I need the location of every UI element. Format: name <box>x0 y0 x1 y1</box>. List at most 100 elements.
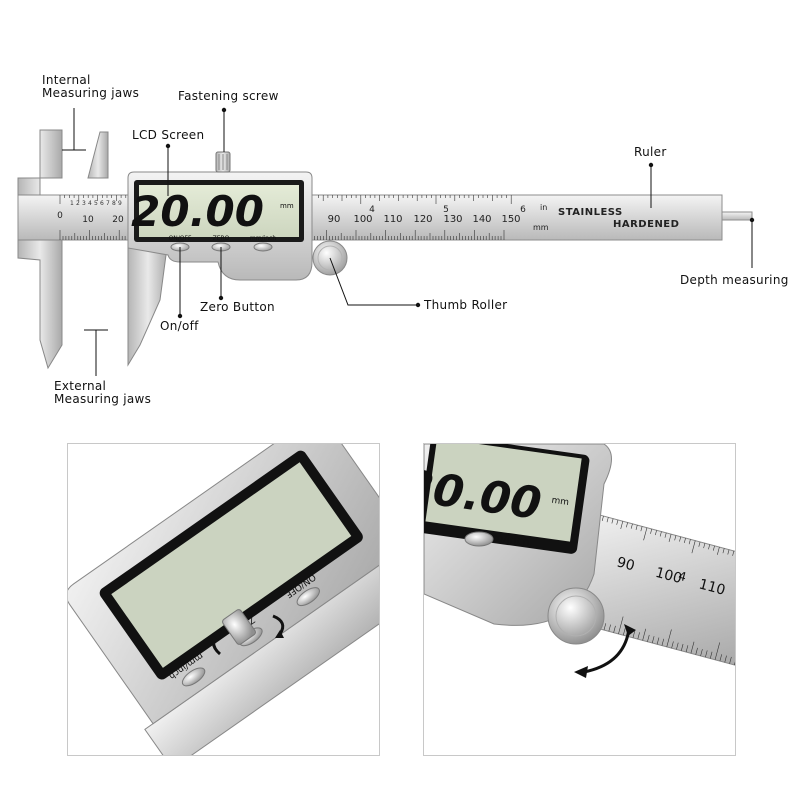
inch-label: 6 <box>520 205 526 215</box>
detail-tick <box>732 550 735 556</box>
mm-label: 0 <box>57 211 63 221</box>
detail-mm-label: 100 <box>654 565 684 587</box>
mm-label: 20 <box>112 215 124 225</box>
detail-buttons-illustration: mm/inch ZERO ON/OFF <box>68 444 379 755</box>
fastening-screw-label: Fastening screw <box>178 89 279 103</box>
detail-tick <box>626 522 628 528</box>
lcd-screen <box>139 185 299 237</box>
detail-tick <box>724 655 727 663</box>
detail-tick <box>616 519 619 525</box>
lcd-reading: 20.00 <box>131 187 264 236</box>
detail-tick <box>727 549 730 555</box>
detail-tick <box>647 634 650 642</box>
mm-label: 120 <box>413 214 432 225</box>
detail-tick <box>691 540 696 554</box>
inch-label: 5 <box>443 205 449 215</box>
detail-ruler-group: 90 100 110 4 <box>564 512 735 673</box>
mm-scale-labels-left: 0 10 20 <box>57 211 124 225</box>
roll-arrow-icon <box>583 628 631 674</box>
detail-roller-mm-inch-button[interactable] <box>464 531 494 547</box>
detail-tick <box>685 645 689 653</box>
mm-inch-button[interactable] <box>253 242 273 252</box>
mm-scale-ticks <box>59 230 505 240</box>
detail-tick <box>698 541 701 547</box>
detail-tick <box>608 624 611 632</box>
roll-arrowhead-icon <box>624 624 636 636</box>
fastening-screw[interactable] <box>215 151 231 173</box>
detail-tick <box>712 545 715 551</box>
mm-scale-labels-right: 90 100 110 120 130 140 150 <box>328 214 521 225</box>
depth-rod <box>721 211 753 221</box>
on-off-button-label: ON/OFF <box>169 235 192 242</box>
detail-tick <box>703 543 706 549</box>
detail-tick <box>688 539 691 545</box>
detail-tick <box>734 658 735 666</box>
detail-thumb-roller-rim <box>555 595 597 637</box>
internal-jaws-label-line2: Measuring jaws <box>42 86 140 100</box>
detail-tick <box>655 530 657 536</box>
detail-tick <box>643 527 648 541</box>
detail-tick <box>705 650 708 658</box>
mm-label: 10 <box>82 215 94 225</box>
detail-tick <box>671 641 674 649</box>
mm-label: 110 <box>383 214 402 225</box>
mm-label: 130 <box>443 214 462 225</box>
inch-sub-label: 7 <box>106 200 110 207</box>
detail-tick <box>630 523 633 529</box>
detail-tick <box>714 642 721 660</box>
external-jaws-label: External Measuring jaws <box>54 380 151 406</box>
inch-sub-label: 1 <box>70 200 74 207</box>
external-jaws-label-line1: External <box>54 379 107 393</box>
lcd-unit: mm <box>280 202 294 210</box>
detail-roller-illustration: 90 100 110 4 20.00 mm mm/inch <box>424 444 735 678</box>
internal-jaw-slider <box>87 131 109 179</box>
detail-on-off-button[interactable] <box>294 584 322 609</box>
detail-tick <box>611 518 614 524</box>
inch-sub-label: 8 <box>112 200 116 207</box>
internal-jaw-fixed <box>17 129 63 196</box>
inch-sub-label: 5 <box>94 200 98 207</box>
detail-tick <box>618 616 624 635</box>
hardened-text: HARDENED <box>613 219 679 230</box>
detail-tick <box>623 628 626 636</box>
detail-tick <box>661 638 665 646</box>
detail-tick <box>676 642 679 650</box>
arrowheads-icon <box>212 630 284 640</box>
detail-tick <box>656 637 660 645</box>
detail-mm-inch-button[interactable] <box>180 665 208 690</box>
detail-tick <box>729 656 732 664</box>
detail-tick <box>664 532 667 538</box>
inch-scale-ticks <box>59 195 512 204</box>
detail-tick <box>606 517 609 523</box>
detail-fastening-screw[interactable] <box>221 608 256 645</box>
inch-label: 4 <box>369 205 375 215</box>
leader-lines <box>62 108 753 376</box>
external-jaws-label-line2: Measuring jaws <box>54 392 152 406</box>
detail-tick <box>695 647 698 655</box>
lcd-screen-label: LCD Screen <box>132 128 205 142</box>
caliper-diagram: 0 10 20 1 2 3 4 5 6 7 8 9 90 100 110 120… <box>17 107 755 376</box>
roll-arrowhead-icon <box>574 666 588 678</box>
detail-tick <box>708 544 711 550</box>
detail-roller-lcd-screen <box>425 444 582 542</box>
detail-photo-roller: 90 100 110 4 20.00 mm mm/inch <box>423 443 736 756</box>
inch-sub-label: 6 <box>100 200 104 207</box>
detail-lcd-screen <box>111 462 352 668</box>
zero-button-label: ZERO <box>213 235 230 242</box>
mm-label: 150 <box>501 214 520 225</box>
zero-button-callout-label: Zero Button <box>200 300 275 314</box>
detail-tick <box>666 629 672 647</box>
detail-tick <box>674 535 677 541</box>
detail-photo-buttons: mm/inch ZERO ON/OFF <box>67 443 380 756</box>
mm-inch-button-label: mm/inch <box>250 235 276 242</box>
detail-tick <box>632 630 636 638</box>
detail-tick <box>603 623 607 631</box>
inch-sub-label: 4 <box>88 200 92 207</box>
detail-tick <box>650 528 653 534</box>
fixed-jaws <box>17 129 63 370</box>
detail-tick <box>642 628 647 641</box>
detail-tick <box>679 536 682 542</box>
detail-tick <box>719 654 723 662</box>
detail-tick <box>635 525 638 530</box>
detail-tick <box>709 651 713 659</box>
